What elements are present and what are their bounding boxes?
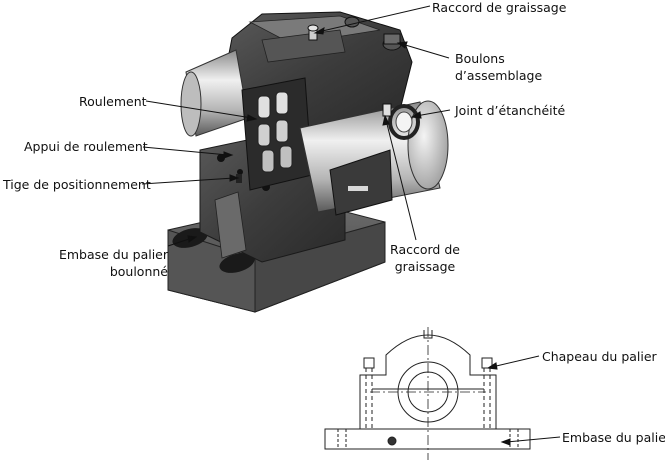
bearing-3d-drawing	[167, 11, 449, 313]
label-raccord-graissage-top: Raccord de graissage	[432, 0, 567, 15]
label-raccord-graissage-bottom-line2: graissage	[394, 259, 456, 274]
label-raccord-graissage-bottom-line1: Raccord de	[390, 242, 460, 257]
leader-lines	[141, 5, 451, 247]
label-tige-positionnement: Tige de positionnement	[3, 177, 151, 192]
label-appui-roulement: Appui de roulement	[24, 139, 148, 154]
ortho-leader-lines	[486, 355, 561, 446]
label-embase-boulonne-line1: Embase du palier	[58, 247, 168, 262]
label-roulement: Roulement	[79, 94, 147, 109]
label-embase-boulonne-line2: boulonné	[109, 264, 168, 279]
label-chapeau-palier: Chapeau du palier	[542, 349, 657, 364]
orthographic-view	[324, 327, 531, 460]
label-joint-etancheite: Joint d’étanchéité	[455, 103, 566, 118]
label-boulons-line2: d’assemblage	[455, 68, 543, 83]
label-boulons-line1: Boulons	[455, 51, 505, 66]
label-embase-palier: Embase du palier	[562, 430, 665, 445]
roller-bearing	[241, 77, 313, 191]
